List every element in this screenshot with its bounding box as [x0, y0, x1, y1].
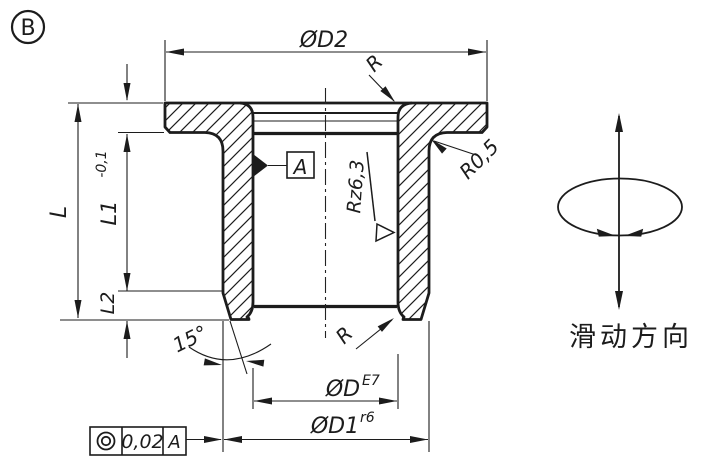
sliding-direction-indicator: 滑动方向: [557, 113, 693, 353]
arrowhead: [410, 436, 428, 443]
radius-top-label: R: [361, 50, 388, 77]
ellipse-arrowhead-right: [624, 228, 644, 237]
radius-fillet-label: R0,5: [454, 134, 503, 183]
arrowhead: [204, 436, 222, 443]
arrowhead: [380, 86, 395, 102]
dim-d2-label: ØD2: [299, 28, 348, 53]
dimension-lines: [60, 40, 488, 452]
datum-label: A: [292, 155, 308, 179]
chamfer-extension-line: [229, 320, 248, 375]
arrowhead: [123, 273, 131, 291]
fcf-tolerance-value: 0,02: [121, 431, 163, 453]
dim-d1-label: ØD1: [310, 414, 359, 439]
section-right-wall: [396, 101, 489, 321]
dim-l1-label: L1: [97, 200, 121, 225]
arrowheads: [74, 48, 486, 443]
arrowhead-up: [615, 113, 623, 132]
arrowhead: [123, 321, 131, 339]
sliding-direction-caption: 滑动方向: [569, 322, 693, 353]
arrowhead: [74, 300, 82, 318]
arrowhead: [123, 83, 131, 101]
dim-d-tolerance: E7: [362, 373, 380, 389]
radius-bottom-label: R: [331, 322, 358, 349]
view-label: B: [10, 9, 46, 45]
view-label-text: B: [20, 16, 35, 41]
arrowhead: [224, 436, 242, 443]
concentricity-icon: [100, 435, 112, 447]
arrowhead: [468, 48, 486, 56]
dimension-labels: ØD2 R R0,5 L L1 -0,1 L2 15° R ØD E7 ØD1 …: [47, 28, 504, 439]
feature-control-frame: 0,02 A: [89, 426, 187, 456]
datum-box: [286, 151, 315, 179]
arrowhead: [203, 358, 222, 366]
roughness-symbol-bar: [366, 151, 376, 222]
arrowhead: [254, 397, 272, 405]
bushing-section-view: [163, 88, 489, 338]
chamfer-angle-label: 15°: [169, 320, 211, 357]
dim-l1-tolerance: -0,1: [94, 150, 110, 177]
arrowhead: [379, 397, 397, 405]
rotation-ellipse: [557, 177, 683, 237]
roughness-check-icon: [375, 222, 396, 243]
arrowhead-down: [615, 291, 623, 310]
arrowhead: [74, 104, 82, 122]
datum-triangle-icon: [253, 154, 268, 177]
arrowhead: [123, 134, 131, 152]
arrowhead: [431, 139, 447, 154]
angle-dimension-arc: [188, 343, 272, 361]
view-label-circle: [10, 9, 46, 45]
concentricity-icon: [96, 431, 116, 451]
dim-l2-label: L2: [97, 292, 119, 315]
arrowhead: [377, 318, 394, 332]
arrowhead: [246, 359, 265, 367]
fcf-datum-ref: A: [167, 432, 180, 453]
datum-feature-symbol: A: [253, 151, 315, 179]
surface-roughness-symbol: Rz6,3: [343, 151, 396, 243]
arrowhead: [166, 48, 184, 56]
roughness-label: Rz6,3: [343, 159, 369, 214]
dim-d1-tolerance: r6: [360, 410, 375, 426]
section-left-wall: [163, 101, 255, 321]
dim-d-label: ØD: [325, 377, 360, 402]
dim-l-label: L: [47, 206, 72, 218]
radius-fillet-leader: [433, 140, 480, 157]
ellipse-arrowhead-left: [596, 228, 616, 237]
